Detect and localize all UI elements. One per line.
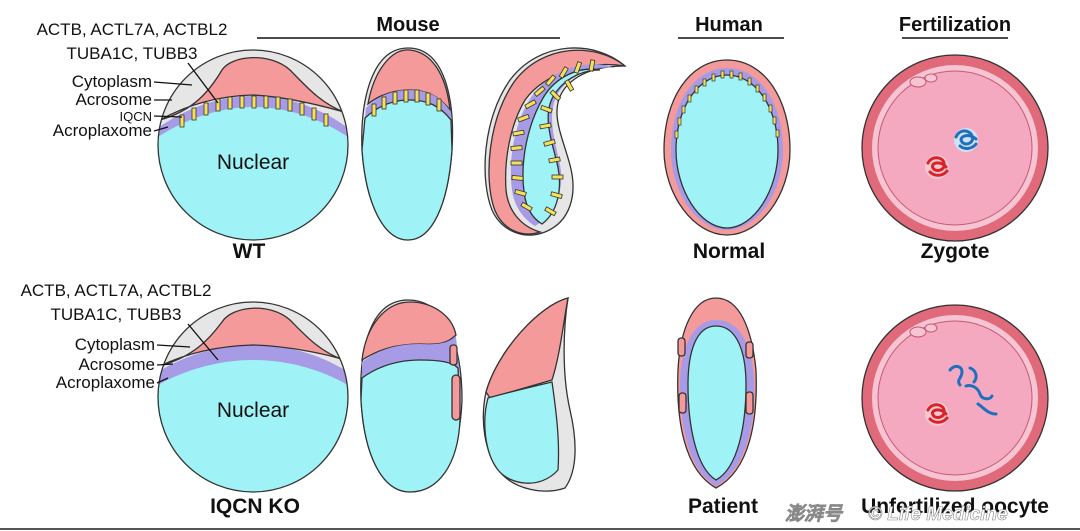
- pronucleus-red-unfertilized: [925, 402, 949, 426]
- wt-label-actin: ACTB, ACTL7A, ACTBL2: [37, 20, 228, 39]
- caption-normal: Normal: [693, 240, 765, 263]
- watermark-right: © Life Medicine: [868, 504, 1008, 525]
- wt-label-iqcn: IQCN: [120, 109, 153, 124]
- watermark-left: 澎湃号: [785, 503, 844, 525]
- ko-cell-outline: [157, 301, 349, 493]
- header-human-text: Human: [695, 14, 763, 36]
- wt-label-cytoplasm: Cytoplasm: [72, 72, 152, 91]
- header-fertilization: Fertilization: [899, 14, 1011, 39]
- wt-label-acrosome: Acrosome: [75, 90, 152, 109]
- wt-iqcn-bars: [179, 95, 329, 128]
- wt-label-group: ACTB, ACTL7A, ACTBL2 TUBA1C, TUBB3 Cytop…: [37, 20, 228, 140]
- human-normal-sperm-head: [663, 59, 791, 236]
- wt-spermatid-diagram: Nuclear: [157, 49, 349, 241]
- caption-zygote: Zygote: [921, 240, 990, 263]
- wt-cell-outline: [157, 49, 349, 241]
- ko-label-actin: ACTB, ACTL7A, ACTBL2: [21, 281, 212, 300]
- header-fertilization-text: Fertilization: [899, 14, 1011, 36]
- header-mouse-text: Mouse: [376, 14, 439, 36]
- caption-wt: WT: [233, 240, 266, 263]
- ko-acrosome: [159, 307, 345, 367]
- ko-elongating-spermatid: [360, 299, 463, 493]
- ko-label-acroplaxome: Acroplaxome: [56, 373, 155, 392]
- ko-nucleus: [158, 360, 348, 492]
- wt-nuclear-label: Nuclear: [217, 151, 289, 174]
- caption-iqcn-ko: IQCN KO: [210, 495, 300, 518]
- header-human: Human: [678, 14, 784, 39]
- caption-unfertilized: Unfertilized oocyte: [861, 495, 1049, 518]
- ko-spermatid-diagram: Nuclear: [157, 301, 349, 493]
- human-patient-sperm-head: [677, 297, 757, 489]
- caption-patient: Patient: [688, 495, 758, 518]
- pronucleus-red: [925, 155, 949, 179]
- wt-label-tubulin: TUBA1C, TUBB3: [66, 44, 197, 63]
- ko-mature-sperm-head: [482, 297, 576, 492]
- zygote-illustration: [861, 54, 1049, 242]
- header-mouse: Mouse: [257, 14, 560, 39]
- ko-label-group: ACTB, ACTL7A, ACTBL2 TUBA1C, TUBB3 Cytop…: [21, 281, 219, 392]
- unfertilized-oocyte-illustration: [861, 304, 1049, 492]
- ko-label-tubulin: TUBA1C, TUBB3: [50, 305, 181, 324]
- wt-mature-sperm-head: [484, 47, 627, 236]
- wt-elongating-spermatid: [361, 47, 454, 241]
- wt-nucleus: [158, 107, 348, 240]
- pronucleus-blue: [954, 128, 978, 152]
- ko-label-cytoplasm: Cytoplasm: [75, 335, 155, 354]
- wt-label-acroplaxome: Acroplaxome: [53, 121, 152, 140]
- scattered-chromatin-blue: [948, 364, 998, 416]
- ko-label-acrosome: Acrosome: [78, 355, 155, 374]
- ko-nuclear-label: Nuclear: [217, 399, 289, 422]
